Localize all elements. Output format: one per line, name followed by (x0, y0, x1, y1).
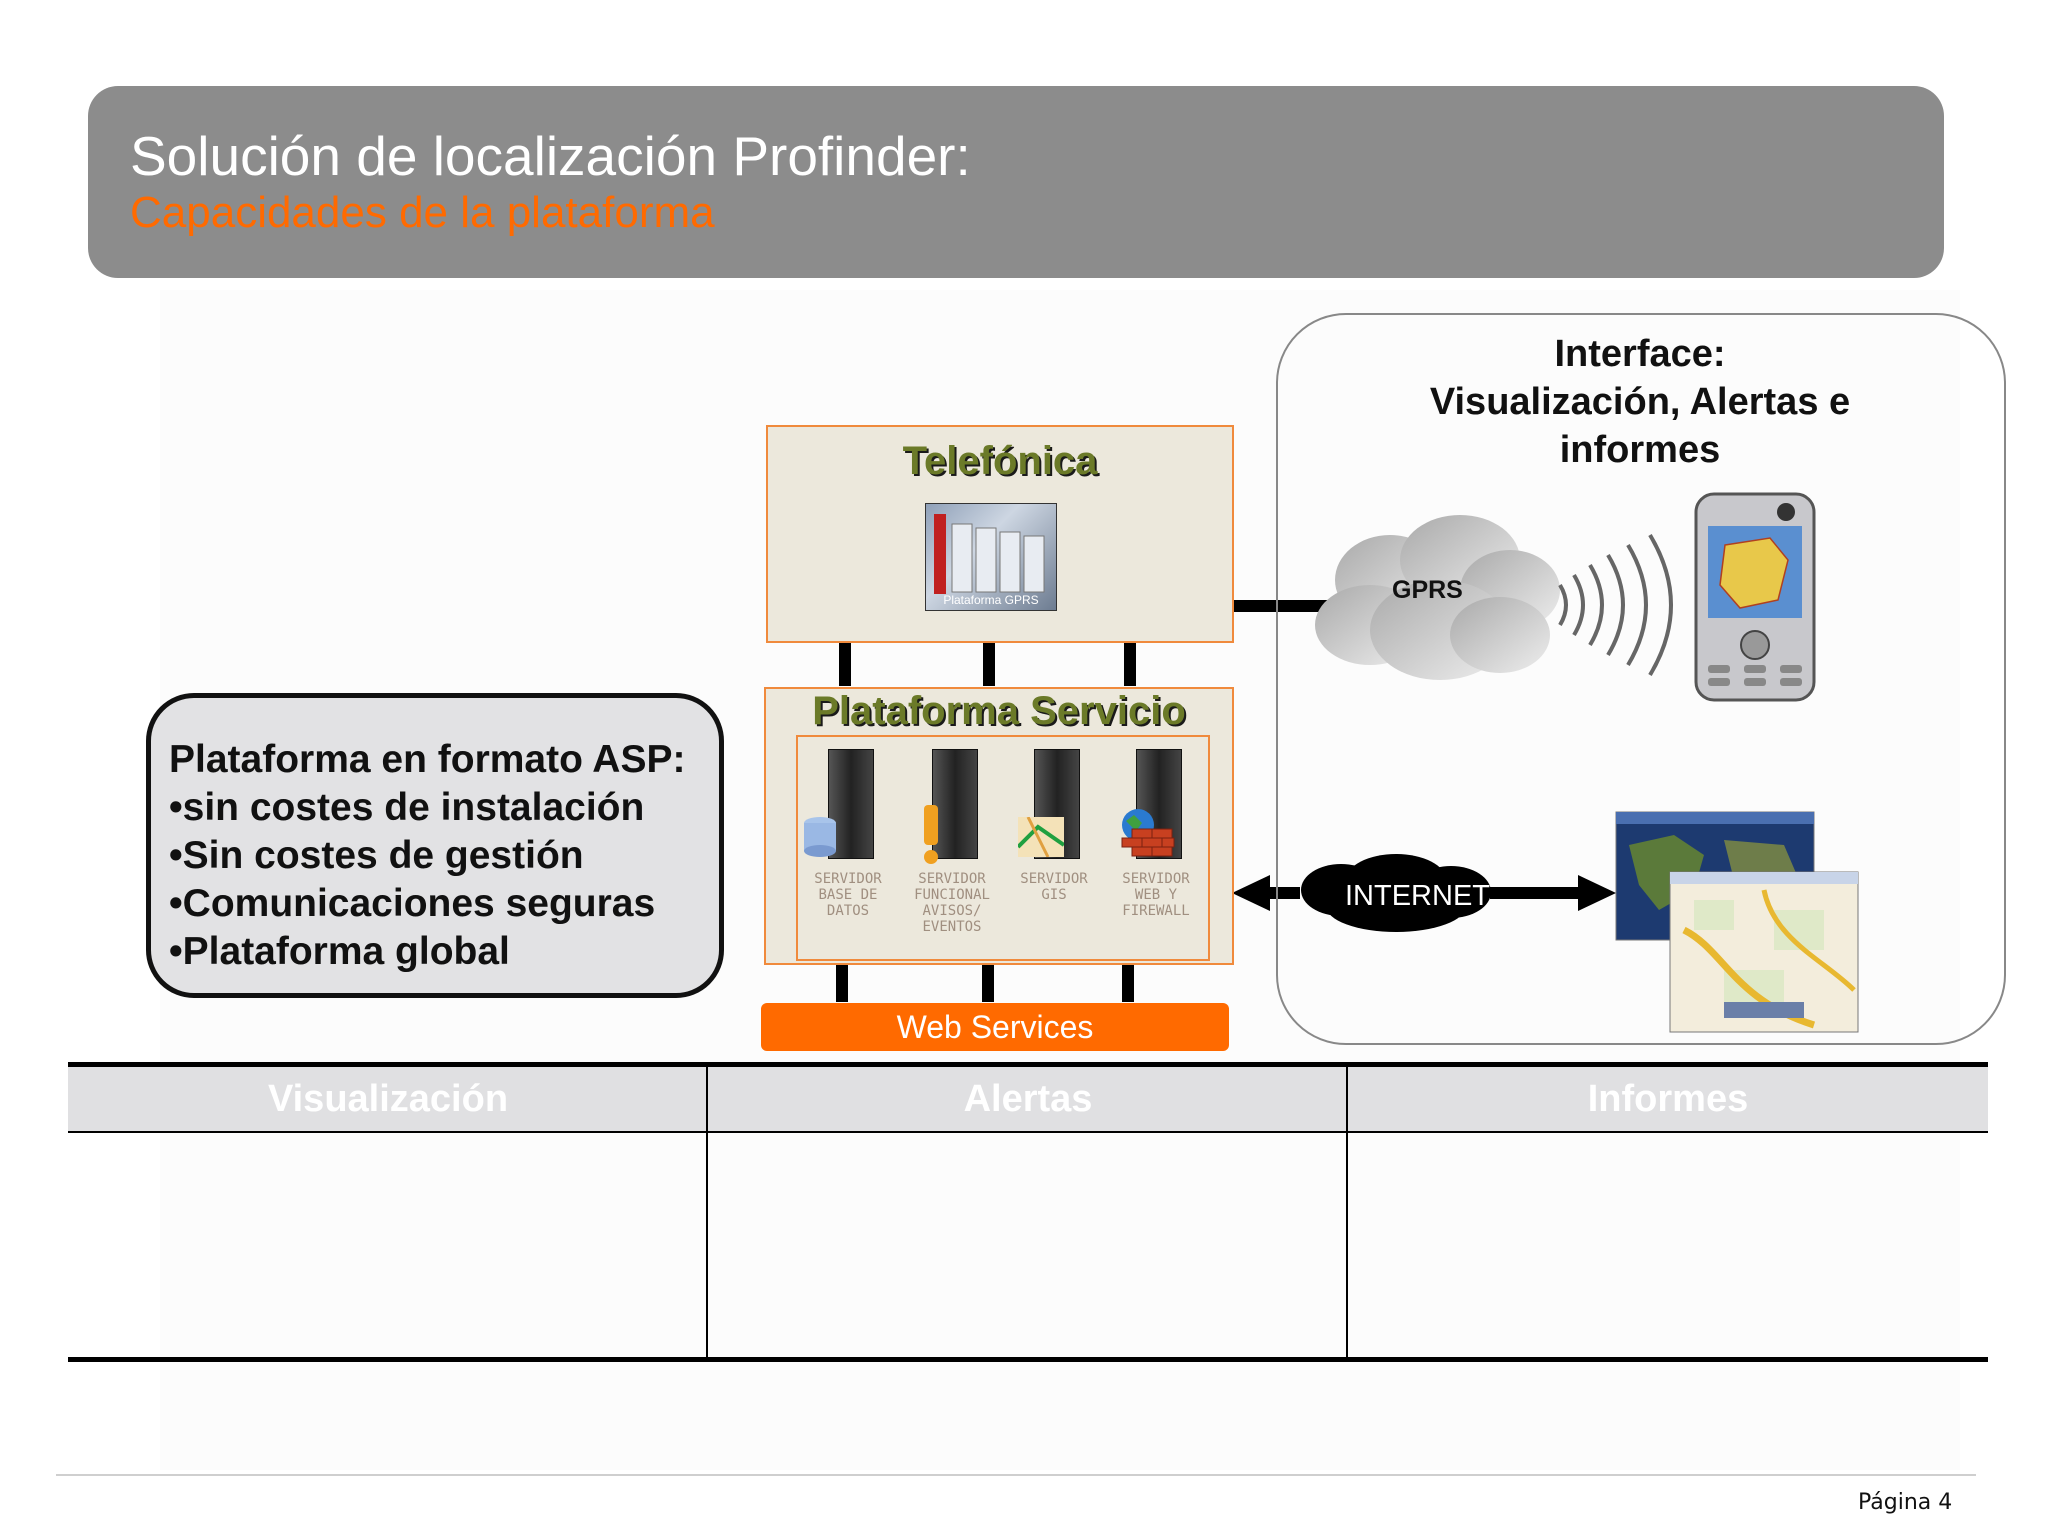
capabilities-table: Visualización Alertas Informes (68, 1062, 1988, 1362)
server-label: SERVIDOR WEB Y FIREWALL (1106, 871, 1206, 919)
internet-label: INTERNET (1345, 880, 1490, 912)
title-banner: Solución de localización Profinder: Capa… (88, 86, 1944, 278)
gprs-label: GPRS (1392, 576, 1463, 604)
server-label-line: WEB Y (1134, 887, 1178, 903)
gprs-photo-caption: Plataforma GPRS (943, 593, 1039, 607)
server-label-line: AVISOS/ (922, 903, 982, 919)
server-label-line: FUNCIONAL (914, 887, 990, 903)
server-label-line: SERVIDOR (1020, 871, 1088, 887)
web-services-label: Web Services (896, 1009, 1094, 1045)
asp-line: Plataforma en formato ASP: (169, 738, 686, 781)
interface-frame (1276, 313, 2006, 1045)
asp-line: •Comunicaciones seguras (169, 882, 656, 925)
table-header-rule (68, 1131, 1988, 1133)
server-database: SERVIDOR BASE DE DATOS (798, 745, 898, 945)
plataforma-servicio-box: Plataforma Servicio SERVIDOR BASE DE DAT… (764, 687, 1234, 965)
map-screenshots-icon (1615, 811, 1859, 1033)
interface-title: Interface: Visualización, Alertas e info… (1300, 330, 1980, 474)
server-label-line: SERVIDOR (918, 871, 986, 887)
server-gis: SERVIDOR GIS (1004, 745, 1104, 945)
warning-icon (924, 805, 938, 864)
asp-line: •Sin costes de gestión (169, 834, 584, 877)
page-number: Página 4 (1858, 1490, 1953, 1515)
table-column-divider (706, 1067, 708, 1357)
server-label: SERVIDOR GIS (1004, 871, 1104, 903)
table-bottom-rule (68, 1357, 1988, 1362)
telefonica-title: Telefónica (902, 439, 1098, 483)
interface-title-line: Interface: (1554, 333, 1726, 375)
table-top-rule (68, 1062, 1988, 1067)
server-label-line: EVENTOS (922, 919, 982, 935)
server-room-icon (934, 514, 1045, 594)
plataforma-title: Plataforma Servicio (812, 689, 1186, 733)
servers-group: SERVIDOR BASE DE DATOS SERVIDOR FUNCIONA… (796, 735, 1210, 961)
slide-title: Solución de localización Profinder: (130, 125, 971, 187)
slide-subtitle: Capacidades de la plataforma (130, 188, 715, 237)
database-icon (804, 817, 836, 857)
server-label-line: SERVIDOR (814, 871, 882, 887)
signal-waves-icon (1558, 533, 1673, 677)
asp-line: •sin costes de instalación (169, 786, 645, 829)
table-column-divider (1346, 1067, 1348, 1357)
interface-title-line: informes (1559, 429, 1721, 471)
table-header-alertas: Alertas (963, 1078, 1093, 1120)
telefonica-box: Telefónica Plataforma GPRS (766, 425, 1234, 643)
firewall-icon (1121, 809, 1175, 857)
table-header-row (68, 1067, 1988, 1131)
footer-divider (56, 1474, 1976, 1476)
table-header-informes: Informes (1587, 1078, 1749, 1120)
server-label: SERVIDOR BASE DE DATOS (798, 871, 898, 919)
gprs-platform-photo: Plataforma GPRS (925, 503, 1057, 611)
server-label-line: GIS (1041, 887, 1067, 903)
interface-title-line: Visualización, Alertas e (1429, 381, 1851, 423)
server-funcional: SERVIDOR FUNCIONAL AVISOS/ EVENTOS (902, 745, 1002, 945)
server-label: SERVIDOR FUNCIONAL AVISOS/ EVENTOS (902, 871, 1002, 935)
server-tower-icon (932, 749, 978, 859)
table-header-visualizacion: Visualización (267, 1078, 509, 1120)
gprs-cloud-icon (1315, 515, 1560, 680)
server-label-line: BASE DE (818, 887, 878, 903)
web-services-bar: Web Services (761, 1003, 1229, 1051)
map-icon (1018, 817, 1064, 857)
server-label-line: DATOS (826, 903, 870, 919)
internet-cloud-icon (1301, 854, 1491, 932)
server-web-firewall: SERVIDOR WEB Y FIREWALL (1106, 745, 1206, 945)
asp-line: •Plataforma global (169, 930, 510, 973)
server-label-line: SERVIDOR (1122, 871, 1190, 887)
server-label-line: FIREWALL (1122, 903, 1190, 919)
mobile-phone-icon (1694, 492, 1816, 702)
asp-features-box: Plataforma en formato ASP: •sin costes d… (146, 693, 724, 998)
